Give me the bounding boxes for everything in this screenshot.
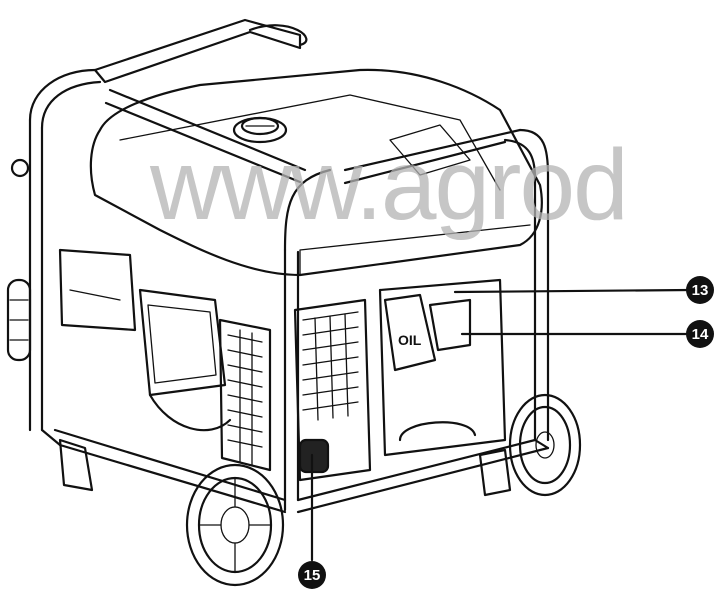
feet [58, 438, 512, 497]
oil-area: OIL [378, 278, 507, 457]
front-panel [293, 298, 372, 482]
engine [58, 248, 232, 432]
rear-wheel [508, 393, 582, 497]
oil-cap-label: OIL [398, 332, 422, 348]
left-handle [6, 158, 32, 362]
callout-leaders [310, 288, 692, 562]
callout-15: 15 [298, 561, 326, 589]
side-grille [218, 318, 272, 472]
callout-13-number: 13 [692, 282, 709, 299]
callout-14-number: 14 [692, 326, 709, 343]
fuel-tank [89, 68, 543, 277]
front-wheel [185, 463, 285, 587]
frame-tubes [28, 18, 550, 514]
callout-14: 14 [686, 320, 714, 348]
callout-13: 13 [686, 276, 714, 304]
callout-15-number: 15 [304, 567, 321, 584]
